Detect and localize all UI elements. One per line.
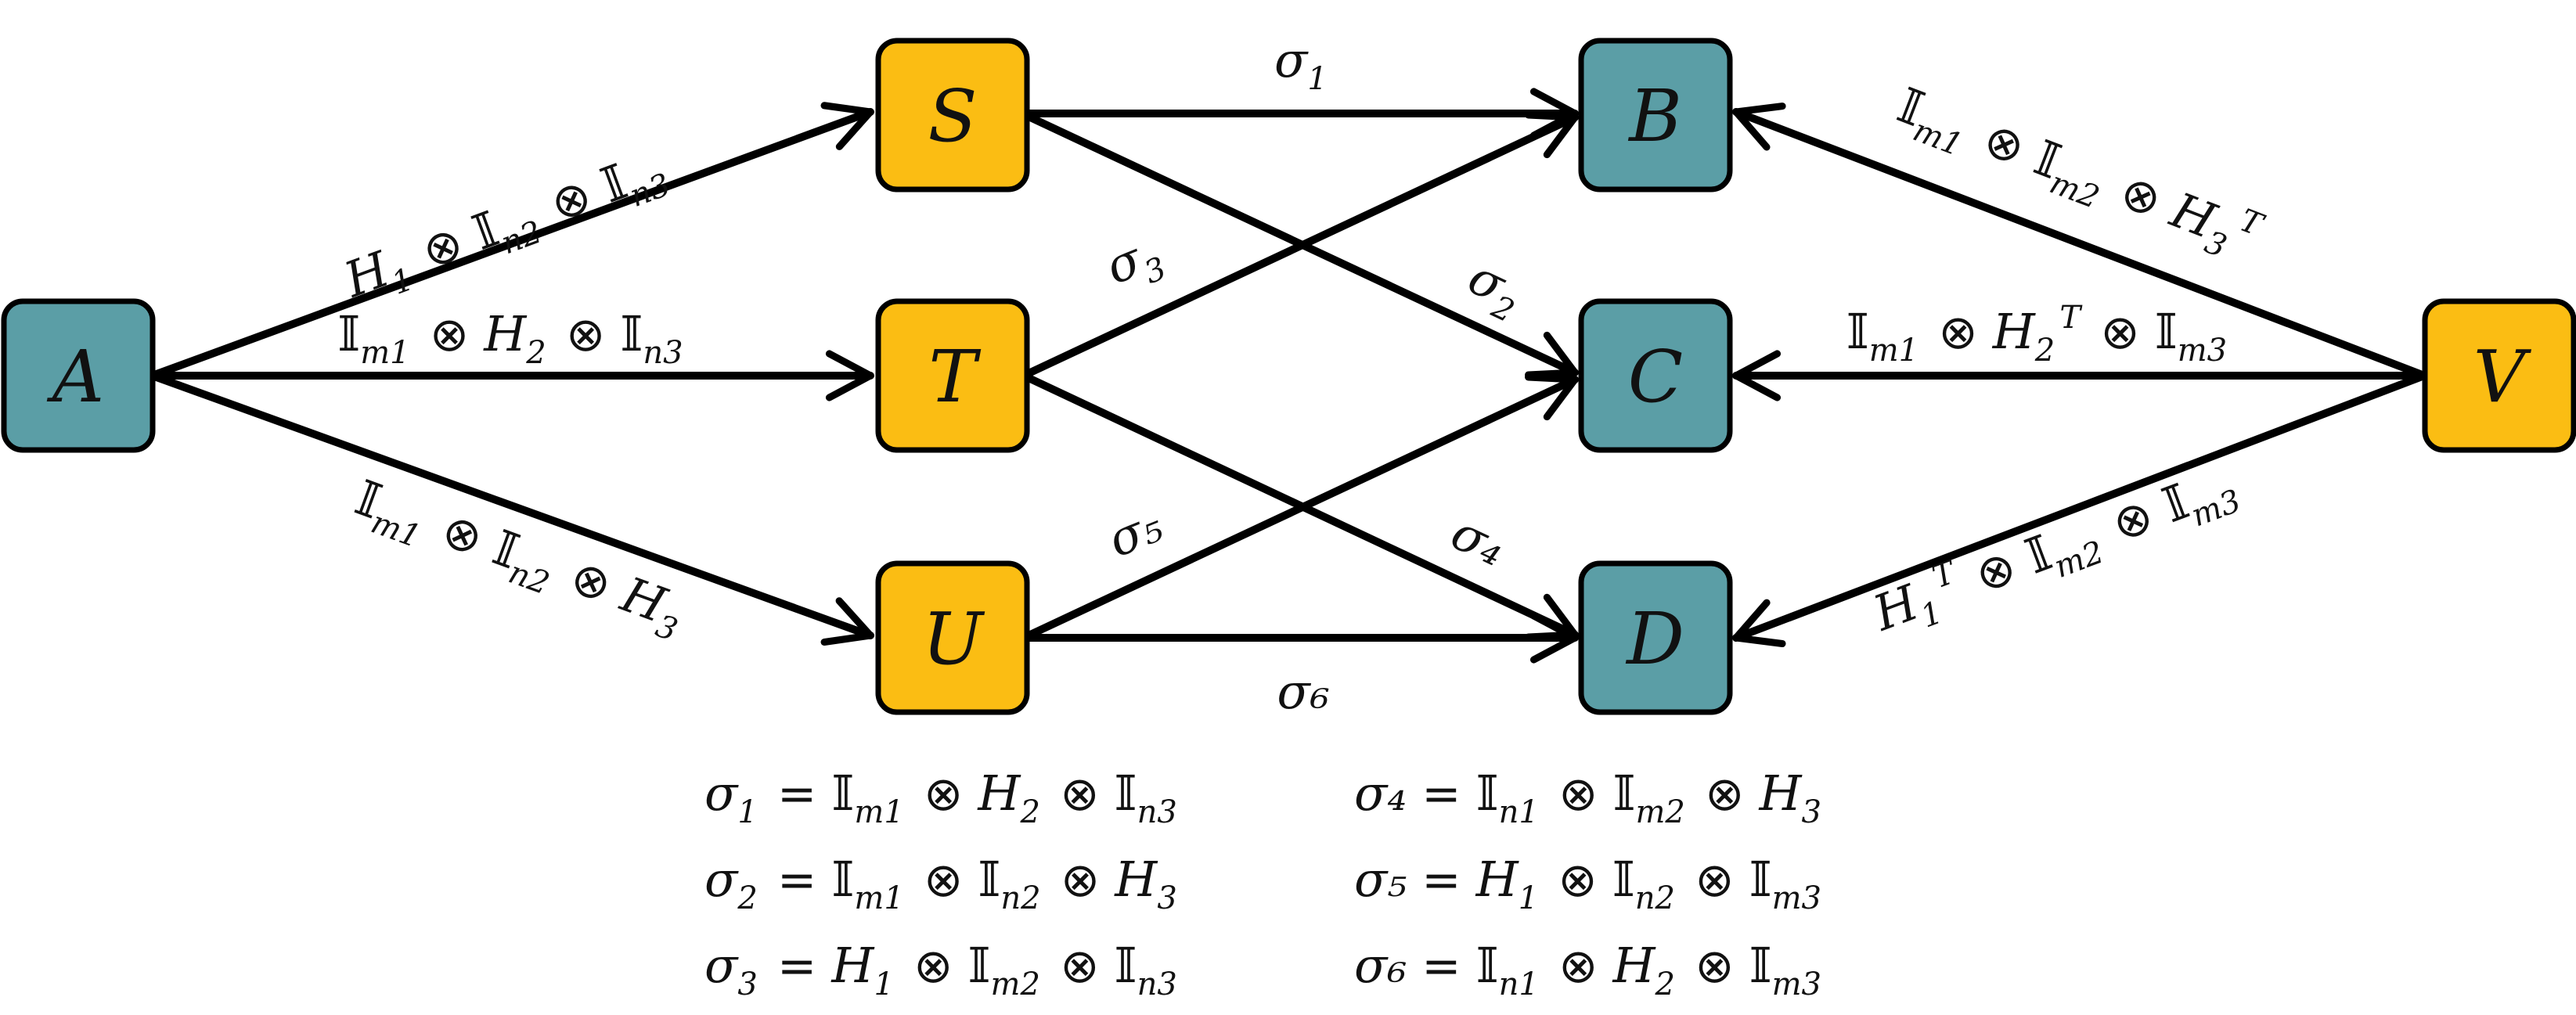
equations-layer: σ1 = 𝕀m1 ⊗ H2 ⊗ 𝕀n3 σ2 = 𝕀m1 ⊗ 𝕀n2 ⊗ H3 … (704, 765, 1826, 1002)
node-b: B (1578, 38, 1733, 193)
node-u: U (875, 560, 1030, 715)
node-a-label: A (46, 335, 104, 419)
node-t-label: T (928, 335, 981, 419)
equation-3: σ3 = H1 ⊗ 𝕀m2 ⊗ 𝕀n3 (704, 937, 1182, 1002)
node-s-box (875, 38, 1030, 193)
edge-label-s-b: σ1 (1274, 31, 1332, 97)
edge-u-c (1023, 373, 1579, 640)
equation-1: σ1 = 𝕀m1 ⊗ H2 ⊗ 𝕀n3 (704, 765, 1182, 830)
node-s-label: S (928, 74, 977, 158)
node-b-label: B (1627, 74, 1682, 158)
edge-label-v-d: H1 T ⊗ 𝕀m2 ⊗ 𝕀m3 (1864, 451, 2250, 650)
edge-label-s-c: σ2 (1456, 248, 1537, 332)
equation-4: σ₄ = 𝕀n1 ⊗ 𝕀m2 ⊗ H3 (1354, 765, 1826, 830)
node-a-box (1, 298, 156, 453)
edge-label-a-u: 𝕀m1 ⊗ 𝕀n2 ⊗ H3 (345, 469, 697, 650)
node-b-box (1578, 38, 1733, 193)
edge-label-t-b: σ3 (1097, 221, 1176, 304)
node-d: D (1578, 560, 1733, 715)
node-t-box (875, 298, 1030, 453)
node-v-label: V (2473, 335, 2532, 419)
node-u-box (875, 560, 1030, 715)
equation-2: σ2 = 𝕀m1 ⊗ 𝕀n2 ⊗ H3 (704, 851, 1182, 916)
edge-label-a-t: 𝕀m1 ⊗ H2 ⊗ 𝕀n3 (337, 305, 688, 371)
edge-label-t-d: σ₄ (1443, 503, 1515, 578)
node-a: A (1, 298, 156, 453)
equation-5: σ₅ = H1 ⊗ 𝕀n2 ⊗ 𝕀m3 (1354, 851, 1826, 916)
node-u-label: U (922, 597, 985, 681)
edge-a-s (153, 102, 874, 378)
equation-6: σ₆ = 𝕀n1 ⊗ H2 ⊗ 𝕀m3 (1354, 937, 1826, 1002)
node-v-box (2422, 298, 2576, 453)
nodes-layer: A S T U B C D V (1, 38, 2576, 715)
node-s: S (875, 38, 1030, 193)
edge-label-v-c: 𝕀m1 ⊗ H2 T ⊗ 𝕀m3 (1846, 300, 2232, 369)
node-c-label: C (1628, 335, 1683, 419)
edge-label-a-s: H1 ⊗ 𝕀n2 ⊗ 𝕀n3 (337, 137, 680, 317)
node-c-box (1578, 298, 1733, 453)
edge-label-u-c: σ₅ (1100, 496, 1170, 569)
node-d-box (1578, 560, 1733, 715)
edge-v-b (1732, 103, 2424, 378)
edge-v-d (1732, 373, 2424, 648)
node-c: C (1578, 298, 1733, 453)
edges-layer (153, 88, 2424, 664)
edge-t-b (1023, 111, 1579, 378)
edge-label-u-d: σ₆ (1277, 663, 1329, 720)
node-d-label: D (1625, 597, 1684, 681)
node-v: V (2422, 298, 2576, 453)
node-t: T (875, 298, 1030, 453)
edge-a-u (153, 373, 874, 646)
